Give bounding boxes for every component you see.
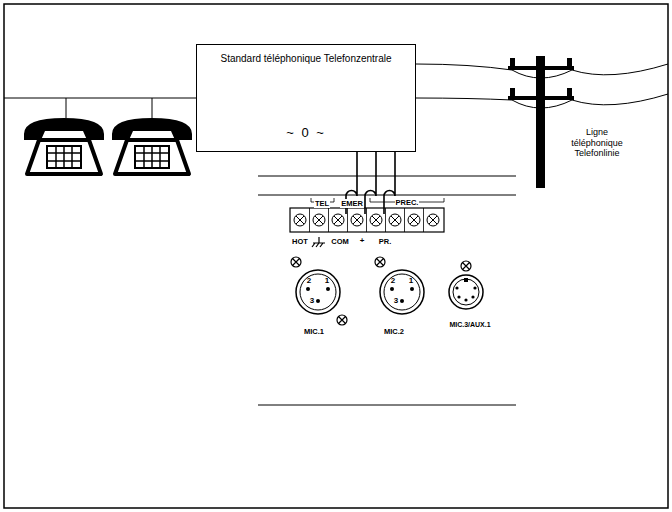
terminal-screw (410, 216, 418, 224)
illustration (112, 118, 192, 174)
exchange-box: Standard téléphonique Telefonzentrale ~ 0… (196, 44, 416, 152)
terminal-label: COM (330, 237, 350, 246)
din-connector (455, 286, 458, 289)
xlr-connector (400, 299, 404, 303)
pin-number: 3 (309, 296, 315, 306)
terminal-screw (334, 216, 342, 224)
terminal-label: PREC. (395, 198, 420, 207)
overhead-line (572, 64, 668, 75)
xlr-connector (410, 287, 414, 291)
pin-number: 2 (390, 276, 396, 286)
telephone-pole (536, 56, 545, 188)
ac-symbol: ~ 0 ~ (286, 125, 326, 141)
din-connector (457, 295, 460, 298)
telephone-pole (508, 66, 574, 70)
din-connector (449, 261, 483, 309)
pin-number: 2 (306, 276, 312, 286)
phone-line (4, 98, 196, 118)
frame (4, 4, 668, 508)
overhead-line (572, 94, 668, 105)
terminal-strip (294, 214, 439, 226)
xlr-connector (291, 257, 347, 325)
terminal-screw (313, 214, 325, 226)
terminal-screw (408, 214, 420, 226)
box-title: Standard téléphonique Telefonzentrale (220, 53, 391, 65)
connection-wires (384, 152, 395, 214)
din-connector (449, 275, 483, 309)
terminal-strip (310, 208, 424, 232)
xlr-connector (337, 315, 347, 325)
xlr-connector (390, 287, 394, 291)
ground-symbol (312, 237, 325, 247)
din-connector (461, 261, 471, 271)
phone-line (4, 98, 196, 118)
telephone-pole (567, 58, 572, 66)
xlr-connector (375, 257, 385, 267)
terminal-screw (294, 214, 306, 226)
terminal-label: EMER (340, 199, 364, 208)
pin-number: 1 (324, 276, 330, 286)
terminal-label: PR. (378, 237, 393, 246)
terminal-label: MIC.1 (303, 327, 325, 336)
xlr-connector (384, 274, 420, 310)
terminal-screw (296, 216, 304, 224)
telephone-pole (508, 56, 574, 188)
panel-edge (258, 176, 516, 405)
overhead-line (416, 98, 512, 100)
terminal-screw (351, 214, 363, 226)
din-connector (473, 286, 476, 289)
terminal-screw (353, 216, 361, 224)
xlr-connector (300, 274, 336, 310)
terminal-screw (429, 216, 437, 224)
terminal-screw (389, 214, 401, 226)
terminal-screw (370, 214, 382, 226)
din-connector (471, 295, 474, 298)
illustration (24, 118, 104, 174)
terminal-label: MIC.2 (383, 327, 405, 336)
telephone-pole (508, 96, 574, 100)
din-connector (464, 278, 468, 282)
terminal-label: + (359, 236, 366, 246)
connection-wires (365, 152, 376, 214)
xlr-connector (291, 257, 301, 267)
line-label: Ligne téléphonique Telefonlinie (563, 127, 631, 159)
terminal-label: TEL (314, 199, 330, 208)
terminal-screw (391, 216, 399, 224)
telephone-pole (510, 58, 515, 66)
xlr-connector (316, 299, 320, 303)
pin-number: 3 (393, 296, 399, 306)
xlr-connector (326, 287, 330, 291)
terminal-screw (315, 216, 323, 224)
xlr-connector (375, 257, 424, 314)
terminal-strip (290, 208, 444, 232)
telephone-pole (567, 88, 572, 96)
din-connector (453, 279, 479, 305)
xlr-connector (380, 270, 424, 314)
xlr-connector (296, 270, 340, 314)
overhead-line (416, 64, 512, 70)
terminal-label: HOT (291, 237, 309, 246)
panel-edge (258, 176, 516, 405)
ground-symbol (312, 237, 325, 247)
terminal-screw (427, 214, 439, 226)
terminal-screw (332, 214, 344, 226)
terminal-strip (290, 198, 444, 232)
terminal-label: MIC.3/AUX.1 (448, 321, 491, 329)
terminal-screw (372, 216, 380, 224)
pin-number: 1 (408, 276, 414, 286)
din-connector (464, 298, 467, 301)
xlr-connector (306, 287, 310, 291)
telephone-pole (510, 88, 515, 96)
